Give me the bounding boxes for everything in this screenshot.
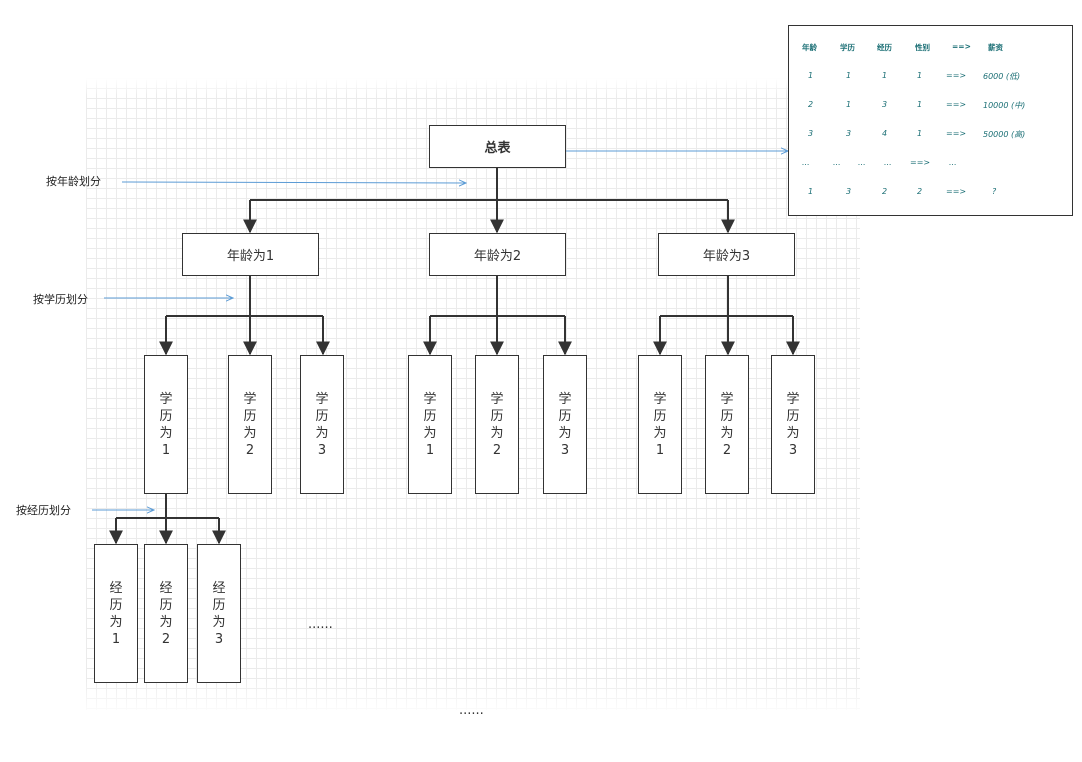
- education-label: 学历为1: [423, 391, 437, 458]
- experience-label: 经历为2: [159, 580, 173, 647]
- table-cell: 1: [808, 187, 814, 196]
- table-cell: ==>: [946, 187, 967, 196]
- age-split-arrow: [121, 182, 466, 183]
- education-label: 学历为3: [786, 391, 800, 458]
- education-label: 学历为2: [720, 391, 734, 458]
- table-cell: 1: [917, 100, 923, 109]
- middle-ellipsis: ......: [308, 617, 333, 632]
- education-label: 学历为2: [243, 391, 257, 458]
- table-header-cell: 学历: [840, 43, 855, 52]
- table-cell: 2: [917, 187, 923, 196]
- root-node[interactable]: 总表: [429, 125, 566, 168]
- table-cell: ...: [858, 158, 866, 167]
- experience-label: 经历为1: [109, 580, 123, 647]
- table-header-cell: 薪资: [988, 43, 1003, 52]
- education-label: 学历为3: [315, 391, 329, 458]
- bottom-ellipsis: ......: [459, 703, 484, 718]
- age-node-2[interactable]: 年龄为2: [429, 233, 566, 276]
- table-cell: ...: [802, 158, 810, 167]
- table-cell: 2: [882, 187, 888, 196]
- table-cell: 3: [882, 100, 888, 109]
- experience-node[interactable]: 经历为2: [144, 544, 188, 683]
- table-cell: 1: [917, 71, 923, 80]
- experience-label: 经历为3: [212, 580, 226, 647]
- sample-data-table: 年龄 学历 经历 性别 ==> 薪资 1 1 1 1 ==> 6000 (低) …: [788, 25, 1073, 216]
- education-split-label: 按学历划分: [33, 293, 88, 306]
- table-header-cell: 经历: [877, 43, 892, 52]
- table-cell: ...: [884, 158, 892, 167]
- education-label: 学历为2: [490, 391, 504, 458]
- age-label: 年龄为1: [226, 249, 275, 264]
- table-cell: 4: [882, 129, 888, 138]
- education-node[interactable]: 学历为2: [705, 355, 749, 494]
- table-cell: ==>: [946, 71, 967, 80]
- table-cell: ...: [833, 158, 841, 167]
- table-cell: 1: [808, 71, 814, 80]
- table-header-cell: 性别: [915, 43, 930, 52]
- root-label: 总表: [484, 141, 511, 156]
- age-node-3[interactable]: 年龄为3: [658, 233, 795, 276]
- education-node[interactable]: 学历为3: [543, 355, 587, 494]
- age-label: 年龄为2: [473, 249, 522, 264]
- table-cell: ?: [992, 187, 997, 196]
- table-cell: 6000 (低): [983, 72, 1021, 81]
- table-cell: 10000 (中): [983, 101, 1026, 110]
- education-node[interactable]: 学历为1: [144, 355, 188, 494]
- experience-split-label: 按经历划分: [16, 504, 71, 517]
- education-node[interactable]: 学历为2: [475, 355, 519, 494]
- table-cell: 3: [846, 129, 852, 138]
- table-cell: 1: [846, 100, 852, 109]
- age-label: 年龄为3: [702, 249, 751, 264]
- age-split-label: 按年龄划分: [46, 175, 101, 188]
- table-header-cell: ==>: [952, 42, 971, 51]
- education-node[interactable]: 学历为3: [300, 355, 344, 494]
- experience-node[interactable]: 经历为3: [197, 544, 241, 683]
- education-label: 学历为1: [159, 391, 173, 458]
- age-node-1[interactable]: 年龄为1: [182, 233, 319, 276]
- experience-node[interactable]: 经历为1: [94, 544, 138, 683]
- table-cell: 3: [808, 129, 814, 138]
- education-node[interactable]: 学历为3: [771, 355, 815, 494]
- education-label: 学历为3: [558, 391, 572, 458]
- education-label: 学历为1: [653, 391, 667, 458]
- table-cell: 1: [882, 71, 888, 80]
- table-cell: 2: [808, 100, 814, 109]
- table-cell: ...: [949, 158, 957, 167]
- education-node[interactable]: 学历为1: [638, 355, 682, 494]
- table-cell: ==>: [946, 100, 967, 109]
- table-header-cell: 年龄: [802, 43, 817, 52]
- table-cell: 3: [846, 187, 852, 196]
- table-cell: ==>: [946, 129, 967, 138]
- education-node[interactable]: 学历为2: [228, 355, 272, 494]
- education-node[interactable]: 学历为1: [408, 355, 452, 494]
- table-cell: 1: [917, 129, 923, 138]
- table-cell: 1: [846, 71, 852, 80]
- table-cell: ==>: [910, 158, 931, 167]
- table-cell: 50000 (高): [983, 130, 1026, 139]
